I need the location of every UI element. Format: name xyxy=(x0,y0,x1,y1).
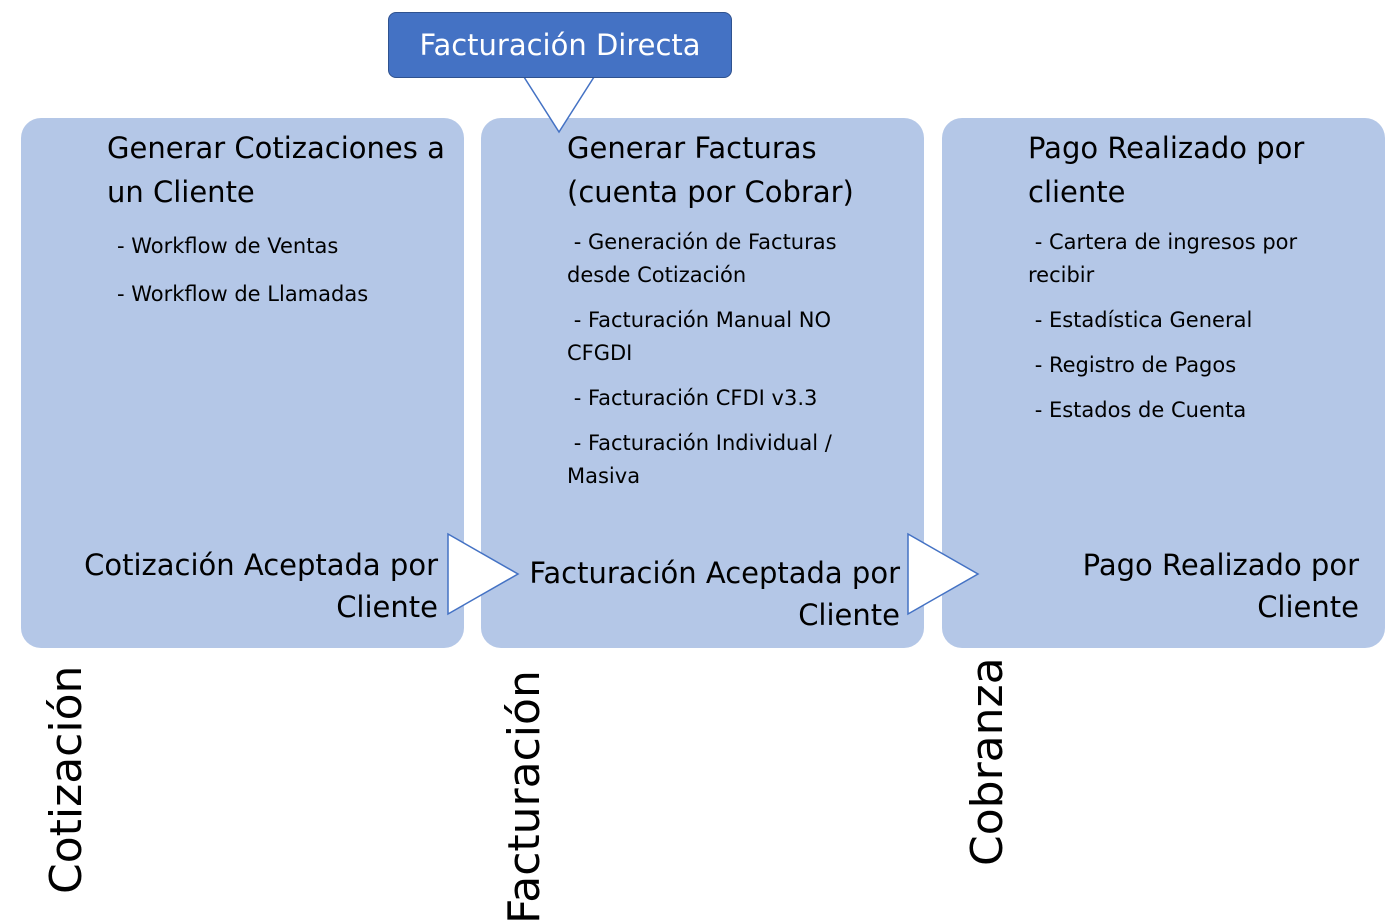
panel-item: - Facturación Manual NO CFGDI xyxy=(567,308,838,365)
panel-item: - Estados de Cuenta xyxy=(1028,398,1247,422)
panel-heading: Generar Facturas (cuenta por Cobrar) xyxy=(567,131,854,209)
panel-item-list: - Cartera de ingresos por recibir - Esta… xyxy=(1028,226,1358,439)
panel-item-list: - Generación de Facturas desde Cotizació… xyxy=(567,226,897,505)
panel-footer: Facturación Aceptada por Cliente xyxy=(529,556,900,632)
panel-title: Cobranza xyxy=(962,657,1013,866)
flow-arrow-icon xyxy=(447,532,520,616)
panel-item: - Registro de Pagos xyxy=(1028,353,1237,377)
panel-footer: Pago Realizado por Cliente xyxy=(1082,548,1359,624)
panel-heading: Generar Cotizaciones a un Cliente xyxy=(107,131,445,209)
panel-item: - Cartera de ingresos por recibir xyxy=(1028,230,1304,287)
panel-item: - Estadística General xyxy=(1028,308,1253,332)
panel-title: Facturación xyxy=(499,670,550,924)
panel-title: Cotización xyxy=(41,665,92,894)
cobranza-panel: Cobranza Pago Realizado por cliente - Ca… xyxy=(942,118,1385,866)
panel-item: - Workflow de Llamadas xyxy=(117,282,369,306)
panel-footer: Cotización Aceptada por Cliente xyxy=(84,548,438,624)
facturacion-panel: Facturación Generar Facturas (cuenta por… xyxy=(481,118,924,924)
panel-heading: Pago Realizado por cliente xyxy=(1028,131,1305,209)
cotizacion-panel: Cotización Generar Cotizaciones a un Cli… xyxy=(21,118,464,894)
panel-item: - Facturación Individual / Masiva xyxy=(567,431,839,488)
facturacion-directa-callout: Facturación Directa xyxy=(388,12,732,78)
panel-item-list: - Workflow de Ventas - Workflow de Llama… xyxy=(107,230,437,326)
panel-item: - Facturación CFDI v3.3 xyxy=(567,386,818,410)
panel-item: - Workflow de Ventas xyxy=(117,234,339,258)
panel-item: - Generación de Facturas desde Cotizació… xyxy=(567,230,844,287)
flow-arrow-icon xyxy=(907,532,980,616)
